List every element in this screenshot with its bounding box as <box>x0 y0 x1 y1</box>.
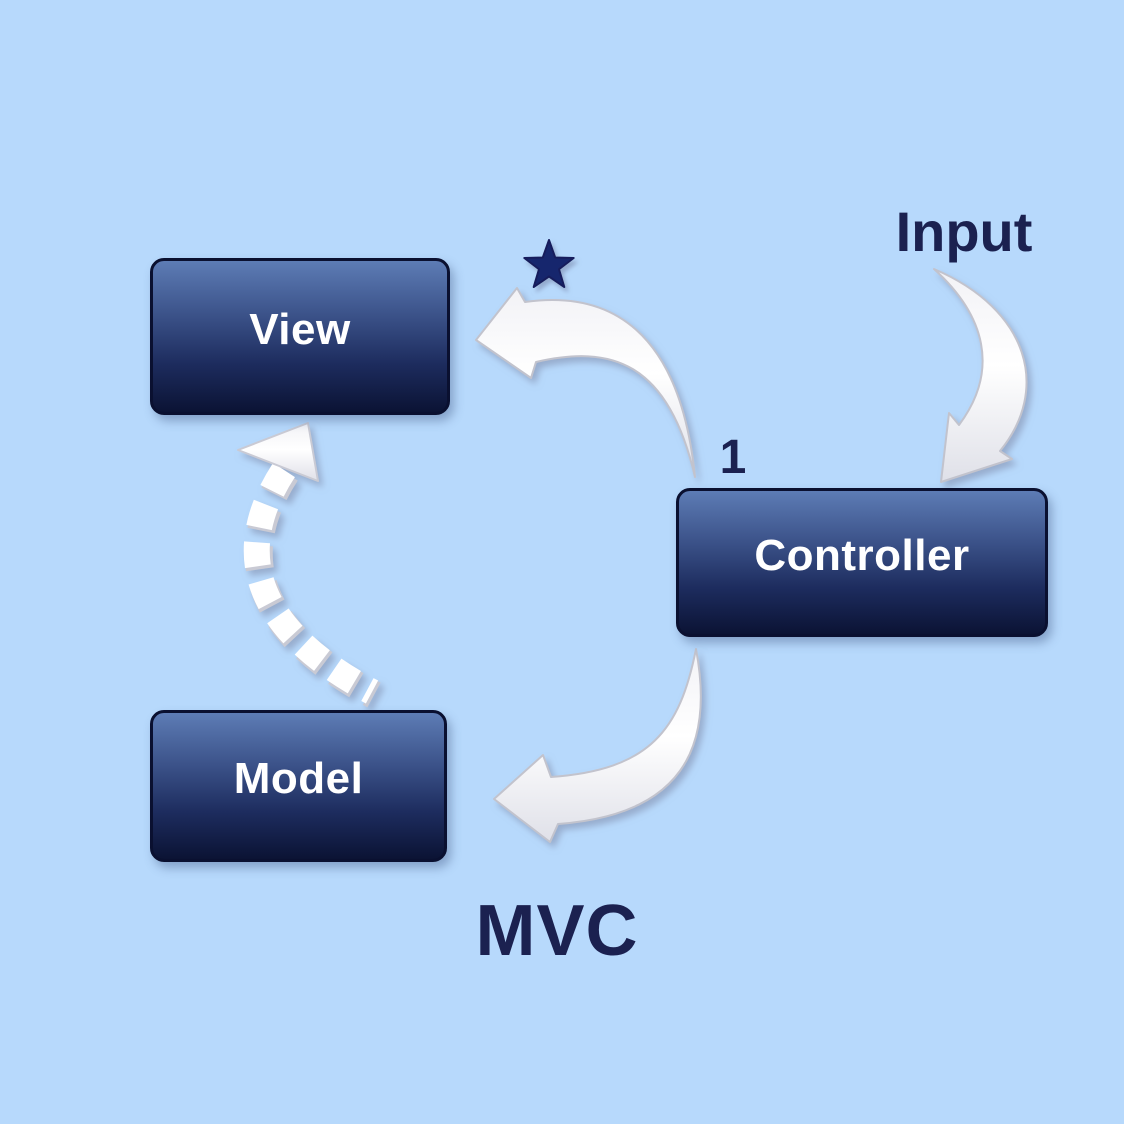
input-to-controller-arrow <box>933 268 1028 483</box>
model-to-view-dashed-arrow <box>237 422 381 708</box>
star-icon <box>523 239 575 288</box>
controller-to-view-arrow <box>475 287 696 478</box>
node-controller-label: Controller <box>754 530 970 580</box>
node-view: View <box>150 258 450 415</box>
node-view-label: View <box>249 304 351 354</box>
node-model: Model <box>150 710 447 862</box>
controller-to-model-arrow <box>493 648 702 843</box>
step-number-label: 1 <box>719 431 747 484</box>
node-model-label: Model <box>233 754 364 803</box>
input-label: Input <box>895 200 1033 263</box>
node-controller: Controller <box>676 488 1048 637</box>
diagram-title: MVC <box>475 891 639 971</box>
